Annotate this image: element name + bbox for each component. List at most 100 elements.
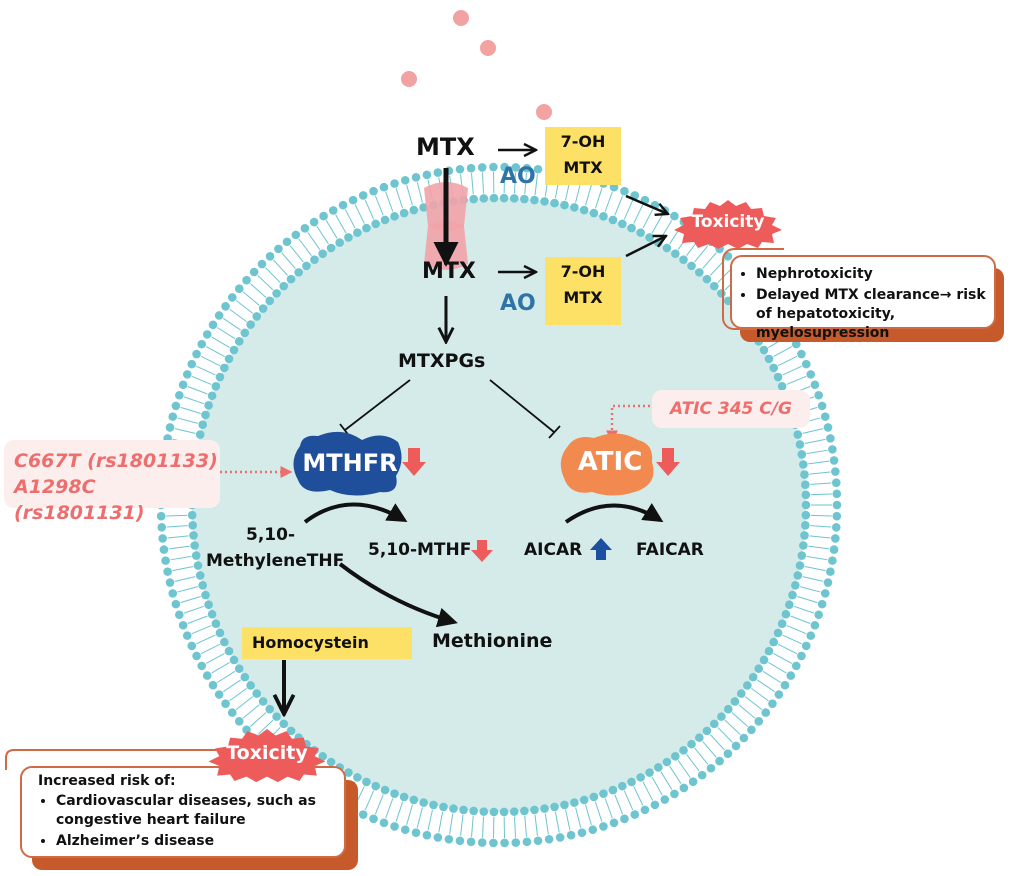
toxicity-badge-top-text: Toxicity <box>691 212 765 232</box>
lipid-head <box>489 807 499 817</box>
lipid-tail <box>374 794 384 815</box>
lipid-head <box>570 203 579 212</box>
lipid-head <box>201 590 210 600</box>
lipid-tail <box>177 417 198 424</box>
lipid-head <box>439 802 448 812</box>
lipid-tail <box>174 428 196 434</box>
lipid-tail <box>633 204 644 224</box>
lipid-head <box>702 726 712 736</box>
lipid-tail <box>575 807 582 828</box>
lipid-head <box>608 215 618 225</box>
lipid-head <box>178 620 188 630</box>
lipid-head <box>189 531 198 540</box>
lipid-head <box>520 194 529 204</box>
lipid-head <box>220 637 229 647</box>
lipid-head <box>654 763 663 772</box>
lipid-tail <box>797 596 818 604</box>
lipid-head <box>165 578 175 587</box>
lipid-head <box>208 320 218 330</box>
lipid-tail <box>786 375 807 385</box>
lipid-head <box>193 561 203 570</box>
lipid-head <box>344 233 353 242</box>
lipid-tail <box>395 801 404 822</box>
lipid-head <box>188 520 197 530</box>
7-oh-mtx-line2: MTX <box>563 158 603 177</box>
lipid-head <box>466 163 476 173</box>
lipid-head <box>671 752 680 761</box>
lipid-head <box>764 354 774 364</box>
lipid-head <box>400 175 410 185</box>
lipid-tail <box>316 225 329 245</box>
lipid-head <box>785 600 794 609</box>
lipid-tail <box>757 679 776 693</box>
lipid-head <box>252 312 262 321</box>
lipid-head <box>814 610 823 620</box>
lipid-head <box>797 349 806 359</box>
lipid-head <box>688 777 698 786</box>
lipid-head <box>747 725 756 735</box>
lipid-head <box>221 302 230 311</box>
lipid-head <box>175 390 184 400</box>
lipid-head <box>489 838 498 848</box>
lipid-head <box>533 836 543 846</box>
lipid-head <box>369 186 378 196</box>
lipid-head <box>828 445 837 454</box>
lipid-head <box>764 646 774 656</box>
lipid-head <box>274 244 283 254</box>
lipid-tail <box>242 704 260 719</box>
lipid-head <box>520 806 529 816</box>
lipid-head <box>660 795 670 804</box>
lipid-head <box>806 370 816 379</box>
lipid-tail <box>808 460 830 465</box>
lipid-head <box>618 219 627 229</box>
lipid-head <box>550 802 559 812</box>
inhibition-to-atic <box>489 379 561 439</box>
lipid-head <box>627 777 636 787</box>
lipid-tail <box>187 615 208 624</box>
lipid-head <box>801 359 811 369</box>
lipid-head <box>215 372 225 382</box>
mtx-extracellular-label: MTX <box>416 133 475 161</box>
lipid-head <box>801 500 811 510</box>
lipid-head <box>265 296 275 306</box>
lipid-head <box>801 520 810 530</box>
lipid-head <box>832 489 842 499</box>
lipid-head <box>279 281 289 291</box>
lipid-head <box>618 781 627 791</box>
lipid-head <box>272 289 281 298</box>
mtx-intracellular-label: MTX <box>422 259 476 284</box>
lipid-head <box>801 490 811 500</box>
lipid-tail <box>196 634 216 645</box>
lipid-head <box>608 785 618 795</box>
lipid-head <box>650 800 660 810</box>
lipid-head <box>817 599 827 609</box>
lipid-head <box>695 268 704 277</box>
lipid-head <box>156 511 166 521</box>
lipid-tail <box>187 386 208 395</box>
lipid-head <box>797 651 806 661</box>
lipid-head <box>300 224 310 233</box>
lipid-tail <box>235 300 254 314</box>
lipid-tail <box>802 428 824 434</box>
lipid-head <box>240 672 250 682</box>
lipid-head <box>500 162 509 172</box>
lipid-head <box>577 828 587 837</box>
lipid-head <box>754 717 764 726</box>
lipid-head <box>240 328 250 338</box>
lipid-head <box>390 179 399 188</box>
lipid-head <box>353 228 362 237</box>
lipid-head <box>191 551 201 560</box>
lipid-head <box>695 733 704 742</box>
lipid-tail <box>604 798 613 819</box>
lipid-tail <box>168 545 190 550</box>
lipid-head <box>533 164 543 174</box>
lipid-tail <box>709 734 725 751</box>
lipid-head <box>319 211 328 221</box>
aicar-increase-arrow <box>590 538 612 560</box>
lipid-head <box>265 704 275 714</box>
lipid-head <box>157 523 167 532</box>
lipid-head <box>774 690 784 699</box>
lipid-head <box>479 807 489 816</box>
atic-decrease-arrow <box>656 448 680 476</box>
lipid-head <box>820 589 830 598</box>
